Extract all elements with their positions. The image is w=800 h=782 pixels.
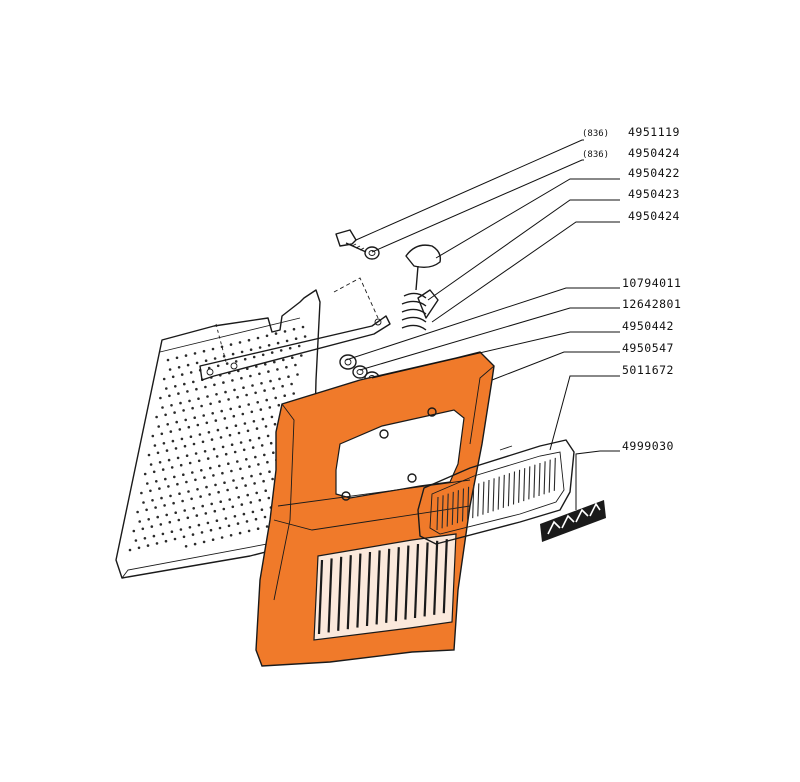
- callout-part-number: 12642801: [622, 297, 681, 311]
- callout-part-number: 4950424: [628, 209, 680, 223]
- spring: [401, 289, 439, 331]
- callout-part-number: 4999030: [622, 439, 674, 453]
- callout-part-number: 5011672: [622, 363, 674, 377]
- insert-grille: [417, 439, 575, 545]
- callout-labels: (836) 4951119 (836) 4950424 4950422 4950…: [582, 125, 681, 453]
- callout-qualifier: (836): [582, 129, 609, 139]
- callout-part-number: 4950547: [622, 341, 674, 355]
- callout-part-number: 4951119: [628, 125, 680, 139]
- callout-part-number: 4950424: [628, 146, 680, 160]
- callout-qualifier: (836): [582, 150, 609, 160]
- bolt: [335, 229, 367, 253]
- washer: [364, 246, 380, 260]
- knob: [405, 244, 442, 291]
- bracket: [199, 277, 391, 381]
- callout-part-number: 10794011: [622, 276, 681, 290]
- callout-part-number: 4950423: [628, 187, 680, 201]
- emblem-badge: [540, 500, 606, 542]
- perforated-screen: [115, 289, 321, 579]
- callout-part-number: 4950422: [628, 166, 680, 180]
- front-grille-housing: [255, 351, 495, 667]
- callout-part-number: 4950442: [622, 319, 674, 333]
- leader-lines: [345, 139, 620, 510]
